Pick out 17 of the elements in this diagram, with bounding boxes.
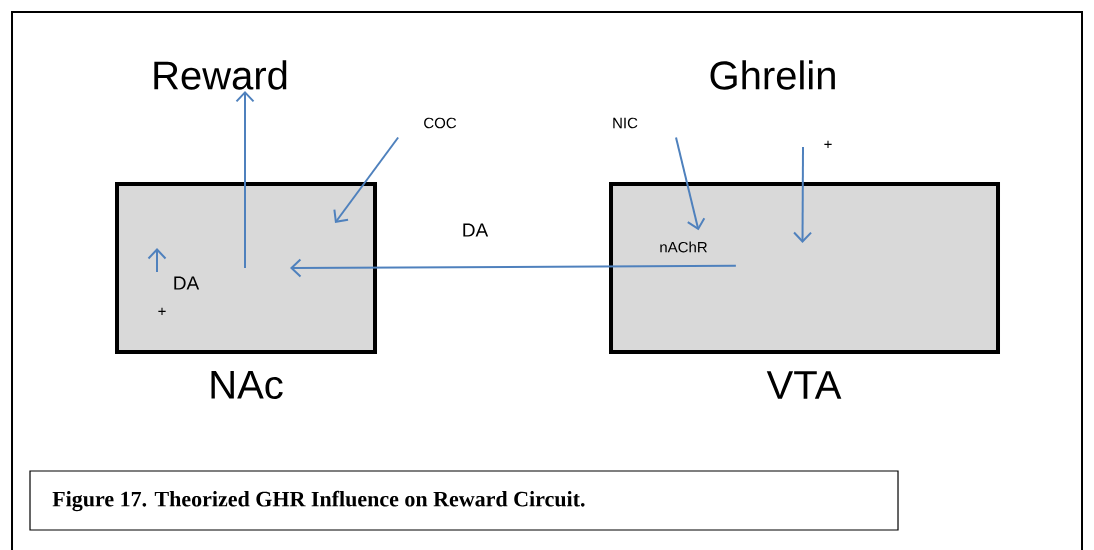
term-label: COC bbox=[424, 117, 457, 129]
arrow bbox=[675, 136, 706, 231]
arrow bbox=[235, 90, 255, 269]
arrow bbox=[290, 258, 737, 278]
caption-box: Figure 17. Theorized GHR Influence on Reward Circuit. bbox=[29, 470, 899, 531]
term-label: NIC bbox=[613, 117, 638, 129]
arrow bbox=[333, 136, 400, 223]
heading: Ghrelin bbox=[710, 60, 835, 90]
note-label: DA bbox=[174, 276, 200, 290]
region-label: NAc bbox=[211, 371, 283, 399]
term-label: nAChR bbox=[660, 241, 707, 253]
edge-label: + bbox=[824, 140, 832, 148]
heading: Reward bbox=[154, 60, 287, 90]
arrow bbox=[793, 145, 813, 243]
region-label: VTA bbox=[766, 371, 842, 399]
edge-label: DA bbox=[463, 223, 489, 237]
note-label: + bbox=[158, 307, 166, 315]
